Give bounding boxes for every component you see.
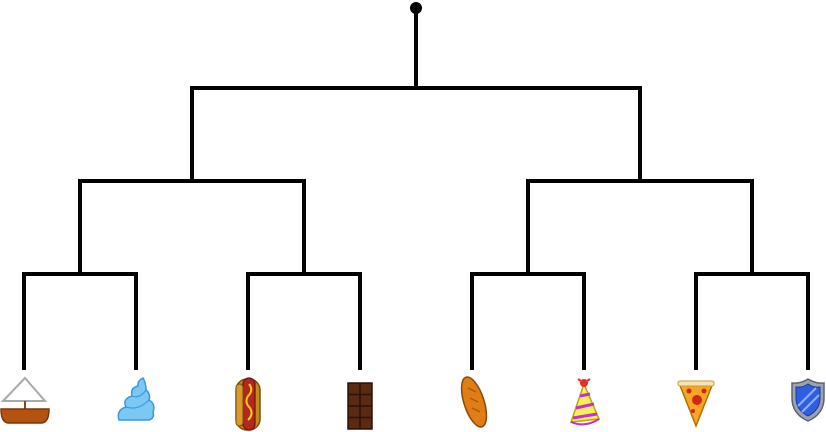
hot-dog-icon [235, 377, 261, 431]
chocolate-bar-icon [347, 382, 373, 430]
shield-icon [791, 378, 825, 422]
bread-loaf-icon [460, 376, 488, 428]
pizza-slice-icon [677, 380, 715, 429]
sailboat-icon [0, 376, 50, 424]
ice-cream-swirl-icon [117, 377, 155, 421]
root-node [410, 2, 422, 14]
party-hat-icon [569, 378, 601, 426]
tree-edges [22, 6, 810, 370]
